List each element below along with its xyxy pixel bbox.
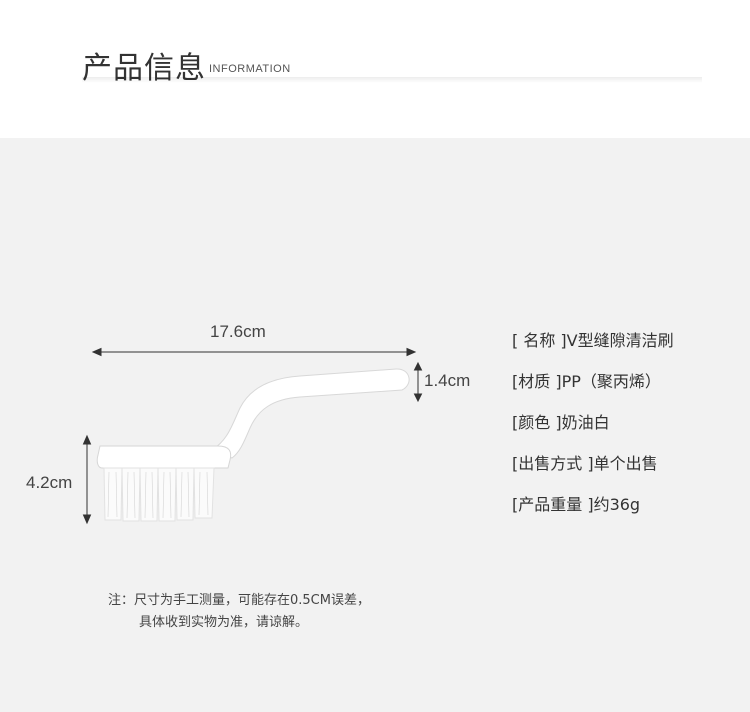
note-line-1: 注：尺寸为手工测量，可能存在0.5CM误差， (108, 593, 370, 608)
length-label: 17.6cm (210, 322, 266, 341)
thickness-arrow (413, 361, 423, 403)
product-panel (0, 138, 750, 712)
header-divider (82, 77, 702, 83)
brush-image (96, 368, 410, 522)
spec-material: [材质 ]PP（聚丙烯） (512, 372, 661, 391)
spec-name: [ 名称 ]V型缝隙清洁刷 (512, 331, 674, 350)
spec-weight: [产品重量 ]约36g (512, 495, 641, 514)
spec-sale-method: [出售方式 ]单个出售 (512, 454, 658, 473)
note-line-2: 具体收到实物为准，请谅解。 (139, 615, 309, 630)
height-label: 4.2cm (26, 473, 73, 492)
page-title: 产品信息 (82, 51, 206, 86)
spec-color: [颜色 ]奶油白 (512, 413, 610, 432)
height-arrow (82, 434, 92, 525)
length-arrow (91, 347, 417, 357)
thickness-label: 1.4cm (424, 371, 471, 390)
page-subtitle: INFORMATION (209, 63, 291, 75)
header-section: 产品信息 INFORMATION (0, 0, 750, 138)
spec-list: [ 名称 ]V型缝隙清洁刷 [材质 ]PP（聚丙烯） [颜色 ]奶油白 [出售方… (512, 330, 674, 535)
measurement-note: 注：尺寸为手工测量，可能存在0.5CM误差， 具体收到实物为准，请谅解。 (108, 590, 370, 634)
